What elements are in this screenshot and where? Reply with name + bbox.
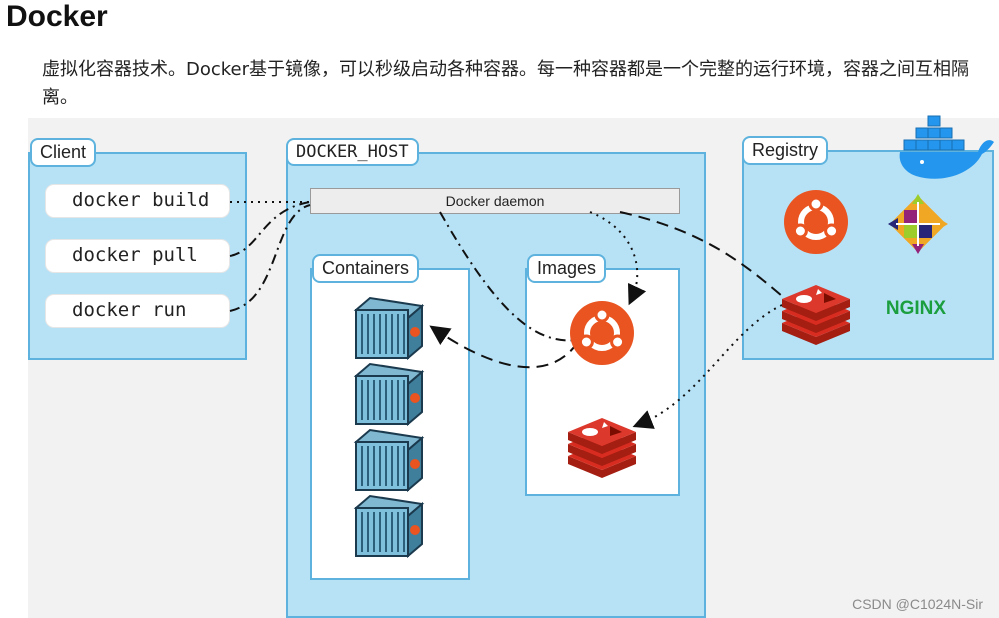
centos-icon — [888, 194, 948, 254]
container-icon — [355, 429, 423, 491]
ubuntu-image-icon — [570, 301, 634, 365]
docker-daemon-bar: Docker daemon — [310, 188, 680, 214]
page-title: Docker — [6, 0, 108, 33]
redis-image-icon — [568, 418, 636, 478]
connector-lines — [229, 201, 783, 429]
redis-registry-icon — [782, 285, 850, 345]
docker-whale-icon — [899, 115, 994, 179]
containers-label: Containers — [312, 254, 420, 283]
container-icon — [355, 297, 423, 359]
page-subtitle: 虚拟化容器技术。Docker基于镜像，可以秒级启动各种容器。每一种容器都是一个完… — [42, 59, 970, 108]
cmd-docker-build: docker build — [46, 185, 229, 217]
images-label: Images — [527, 254, 607, 283]
nginx-logo: NGINX — [886, 298, 947, 319]
client-label: Client — [30, 138, 97, 167]
docker-host-label: DOCKER_HOST — [286, 138, 419, 166]
container-icon — [355, 495, 423, 557]
cmd-docker-run: docker run — [46, 295, 229, 327]
cmd-docker-pull: docker pull — [46, 240, 229, 272]
registry-label: Registry — [742, 136, 829, 165]
container-icon — [355, 363, 423, 425]
ubuntu-registry-icon — [784, 190, 848, 254]
watermark: CSDN @C1024N-Sir — [852, 596, 983, 612]
